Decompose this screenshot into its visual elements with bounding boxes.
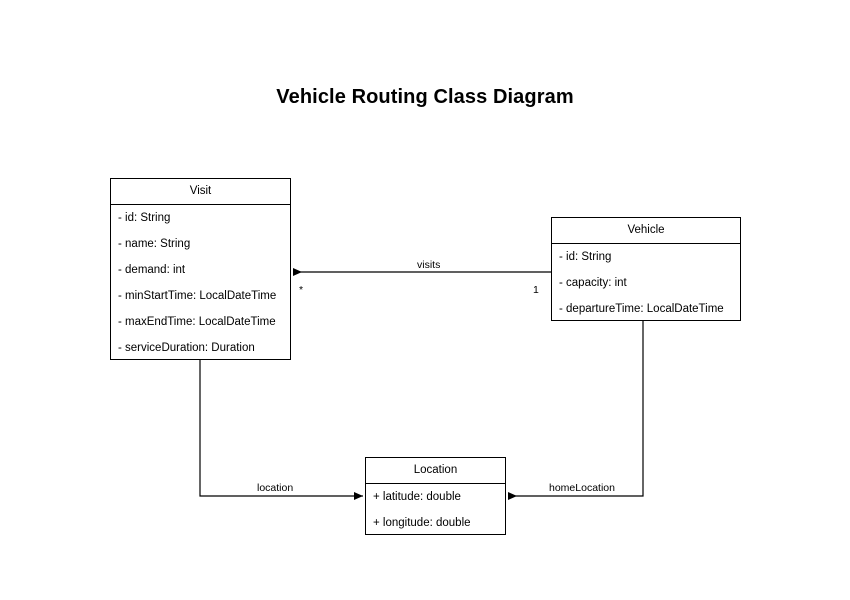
attribute-row: - name: String — [118, 238, 191, 250]
attribute-list-location: + latitude: double + longitude: double — [366, 484, 505, 536]
class-name-location: Location — [366, 458, 505, 484]
multiplicity-vehicle-side: 1 — [533, 284, 539, 296]
class-box-location[interactable]: Location + latitude: double + longitude:… — [365, 457, 506, 535]
attribute-list-vehicle: - id: String - capacity: int - departure… — [552, 244, 740, 322]
attribute-row: - departureTime: LocalDateTime — [559, 303, 724, 315]
edge-home-location — [508, 321, 644, 500]
edge-label-location: location — [254, 482, 297, 494]
class-name-vehicle: Vehicle — [552, 218, 740, 244]
class-name-visit: Visit — [111, 179, 290, 205]
edge-label-home-location: homeLocation — [546, 482, 618, 494]
attribute-row: - id: String — [559, 251, 612, 263]
attribute-row: - maxEndTime: LocalDateTime — [118, 316, 276, 328]
attribute-row: - minStartTime: LocalDateTime — [118, 290, 277, 302]
attribute-row: - id: String — [118, 212, 171, 224]
class-box-vehicle[interactable]: Vehicle - id: String - capacity: int - d… — [551, 217, 741, 321]
attribute-row: - capacity: int — [559, 277, 627, 289]
edge-label-visits: visits — [414, 259, 444, 271]
attribute-row: + latitude: double — [373, 491, 461, 503]
attribute-list-visit: - id: String - name: String - demand: in… — [111, 205, 290, 361]
attribute-row: - serviceDuration: Duration — [118, 342, 255, 354]
page-title: Vehicle Routing Class Diagram — [276, 86, 574, 108]
attribute-row: - demand: int — [118, 264, 186, 276]
attribute-row: + longitude: double — [373, 517, 471, 529]
multiplicity-visit-side: * — [299, 284, 304, 296]
class-box-visit[interactable]: Visit - id: String - name: String - dema… — [110, 178, 291, 360]
edge-location — [199, 360, 363, 500]
